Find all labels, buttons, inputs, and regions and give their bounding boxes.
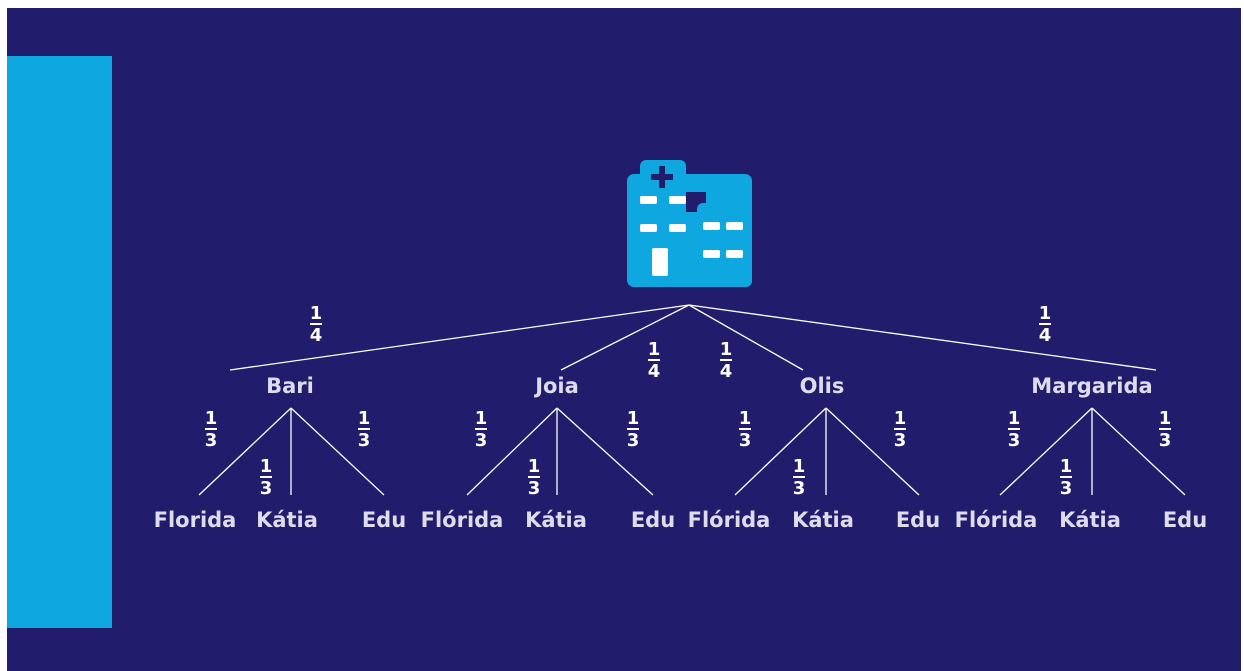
leaf-label: Edu — [896, 508, 940, 532]
branch-label-bari: Bari — [266, 374, 314, 398]
leaf-label: Edu — [362, 508, 406, 532]
probability-margarida: 14 — [1039, 303, 1052, 346]
fraction-numerator: 1 — [528, 456, 541, 477]
fraction-numerator: 1 — [793, 456, 806, 477]
edge-margarida-leaf — [999, 407, 1093, 496]
probability-leaf: 13 — [739, 408, 752, 451]
probability-joia: 14 — [648, 339, 661, 382]
fraction-denominator: 3 — [528, 478, 541, 499]
fraction-numerator: 1 — [358, 408, 371, 429]
edge-bari-leaf — [290, 407, 385, 496]
fraction-numerator: 1 — [475, 408, 488, 429]
leaf-label: Kátia — [1059, 508, 1121, 532]
fraction-denominator: 3 — [739, 430, 752, 451]
probability-leaf: 13 — [475, 408, 488, 451]
leaf-label: Kátia — [525, 508, 587, 532]
fraction-denominator: 3 — [260, 478, 273, 499]
probability-leaf: 13 — [205, 408, 218, 451]
fraction-numerator: 1 — [739, 408, 752, 429]
branch-label-margarida: Margarida — [1031, 374, 1152, 398]
edge-olis-leaf — [734, 407, 827, 496]
probability-leaf: 13 — [528, 456, 541, 499]
hospital-icon — [627, 160, 752, 287]
branch-label-olis: Olis — [800, 374, 845, 398]
leaf-label: Edu — [631, 508, 675, 532]
probability-leaf: 13 — [260, 456, 273, 499]
fraction-denominator: 3 — [1008, 430, 1021, 451]
edge-bari-leaf — [198, 407, 292, 496]
fraction-numerator: 1 — [894, 408, 907, 429]
fraction-numerator: 1 — [648, 339, 661, 360]
probability-leaf: 13 — [627, 408, 640, 451]
fraction-denominator: 4 — [1039, 325, 1052, 346]
probability-leaf: 13 — [793, 456, 806, 499]
fraction-denominator: 3 — [627, 430, 640, 451]
branch-label-joia: Joia — [533, 374, 579, 398]
probability-leaf: 13 — [1008, 408, 1021, 451]
leaf-label: Flórida — [421, 508, 504, 532]
probability-olis: 14 — [720, 339, 733, 382]
fraction-denominator: 4 — [310, 325, 323, 346]
probability-leaf: 13 — [894, 408, 907, 451]
fraction-numerator: 1 — [1039, 303, 1052, 324]
fraction-denominator: 3 — [358, 430, 371, 451]
accent-bar — [7, 56, 112, 628]
fraction-denominator: 3 — [205, 430, 218, 451]
fraction-denominator: 3 — [1060, 478, 1073, 499]
leaf-label: Flórida — [955, 508, 1038, 532]
fraction-numerator: 1 — [720, 339, 733, 360]
fraction-denominator: 3 — [894, 430, 907, 451]
slide-background — [7, 8, 1241, 671]
fraction-denominator: 3 — [793, 478, 806, 499]
edge-joia-leaf — [556, 407, 654, 496]
edge-joia-leaf — [466, 407, 558, 496]
fraction-numerator: 1 — [205, 408, 218, 429]
edge-root-joia — [560, 304, 690, 371]
leaf-label: Edu — [1163, 508, 1207, 532]
fraction-numerator: 1 — [1159, 408, 1172, 429]
fraction-denominator: 3 — [475, 430, 488, 451]
fraction-denominator: 4 — [648, 361, 661, 382]
leaf-label: Florida — [154, 508, 237, 532]
fraction-denominator: 3 — [1159, 430, 1172, 451]
fraction-numerator: 1 — [310, 303, 323, 324]
probability-leaf: 13 — [1060, 456, 1073, 499]
probability-leaf: 13 — [1159, 408, 1172, 451]
probability-bari: 14 — [310, 303, 323, 346]
edge-olis-leaf — [825, 407, 920, 496]
edge-root-bari — [229, 304, 690, 371]
edge-margarida-leaf — [1091, 407, 1186, 496]
fraction-numerator: 1 — [1060, 456, 1073, 477]
leaf-label: Kátia — [256, 508, 318, 532]
edge-root-olis — [688, 304, 804, 371]
fraction-numerator: 1 — [627, 408, 640, 429]
leaf-label: Kátia — [792, 508, 854, 532]
fraction-denominator: 4 — [720, 361, 733, 382]
edge-root-margarida — [688, 304, 1157, 371]
leaf-label: Flórida — [688, 508, 771, 532]
fraction-numerator: 1 — [260, 456, 273, 477]
probability-leaf: 13 — [358, 408, 371, 451]
fraction-numerator: 1 — [1008, 408, 1021, 429]
